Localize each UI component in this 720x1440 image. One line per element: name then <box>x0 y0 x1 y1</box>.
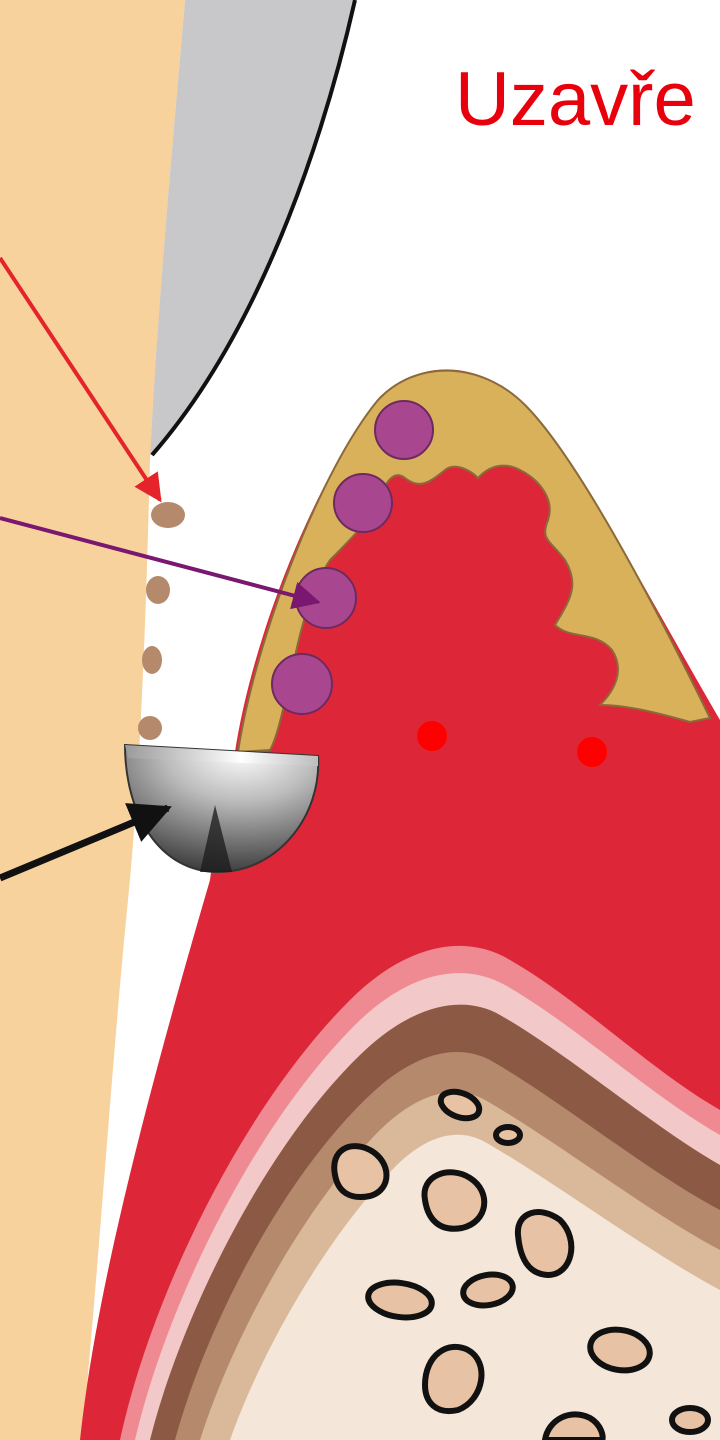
tooth-crown-enamel <box>150 0 355 455</box>
slide-title: Uzavře <box>455 62 696 138</box>
marker-dot-1 <box>417 721 447 751</box>
marker-dot-2 <box>577 737 607 767</box>
